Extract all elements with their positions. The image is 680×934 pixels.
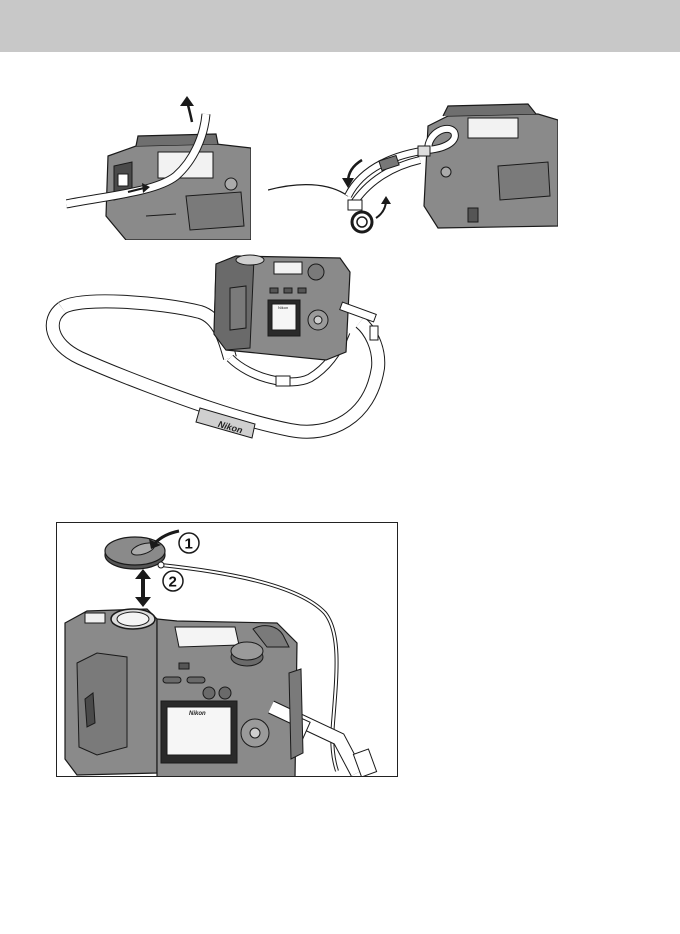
- strap-threading-illustration: [66, 96, 251, 240]
- step-1-label: 1: [185, 536, 193, 553]
- lens-cap-illustration: Nikon 1 2: [56, 522, 398, 777]
- camera-screen-logo: Nikon: [189, 711, 206, 717]
- camera-screen-logo: Nikon: [278, 305, 288, 310]
- step-2-label: 2: [169, 574, 177, 591]
- header-band: [0, 0, 680, 52]
- strap-loop-illustration: [268, 96, 558, 240]
- camera-with-strap-illustration: Nikon Nikon: [40, 248, 400, 454]
